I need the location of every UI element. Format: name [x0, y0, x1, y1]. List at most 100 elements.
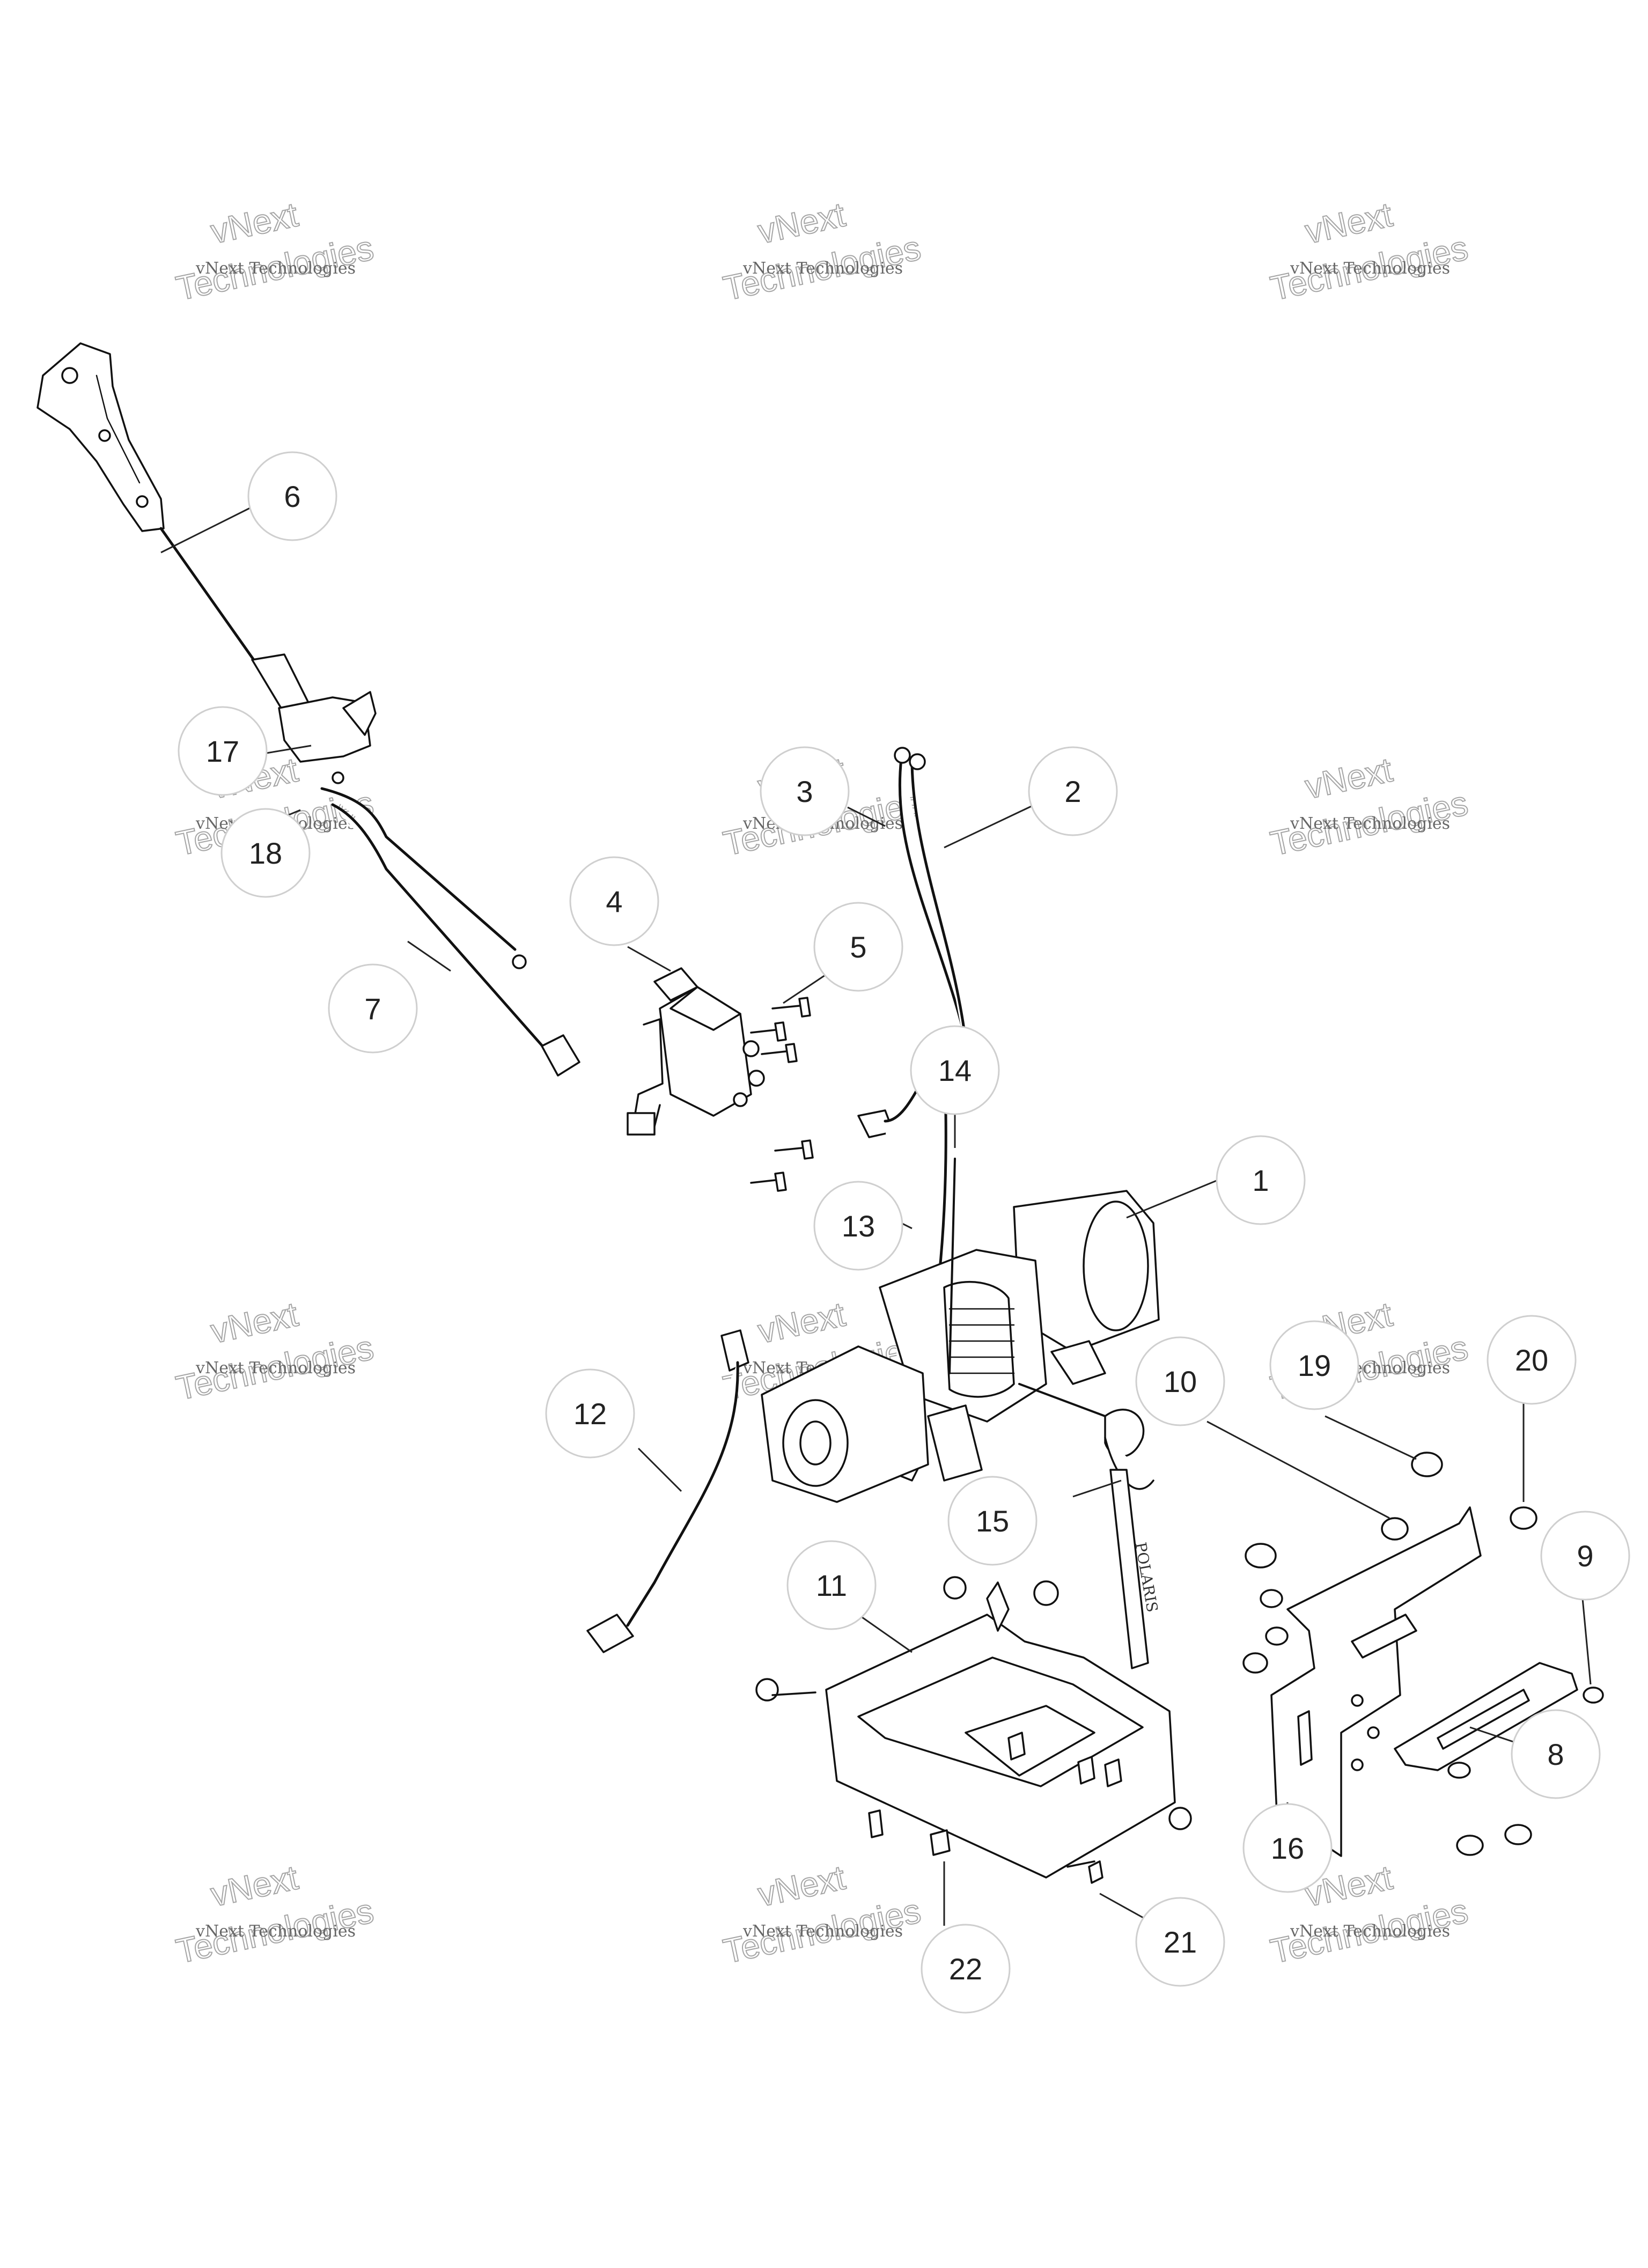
callout-17: 17	[178, 706, 268, 796]
watermark-line: vNext Technologies	[742, 259, 903, 278]
roller-fairlead	[1394, 1662, 1578, 1771]
watermark-word-top: vNext	[755, 195, 849, 251]
contactor-solenoid	[627, 967, 765, 1136]
watermark-word-top: vNext	[755, 1858, 849, 1914]
callout-circle	[813, 1181, 903, 1271]
remote-wire-harness	[320, 787, 580, 1077]
watermark-line: vNext Technologies	[1290, 259, 1450, 278]
callout-20: 20	[1487, 1315, 1577, 1405]
callout-circle	[760, 746, 850, 836]
callout-21: 21	[1135, 1897, 1225, 1987]
contactor-screws	[750, 997, 814, 1192]
callout-circle	[813, 902, 903, 992]
callout-circle	[545, 1368, 635, 1459]
callout-label: 1	[1252, 1164, 1269, 1197]
callout-19: 19	[1269, 1320, 1359, 1410]
callout-circle	[1216, 1135, 1306, 1225]
handheld-remote-switch	[36, 342, 377, 784]
callout-7: 7	[328, 963, 418, 1054]
callout-circle	[1269, 1320, 1359, 1410]
watermark-word-top: vNext	[1302, 750, 1396, 806]
callout-circle	[1511, 1709, 1601, 1799]
callout-6: 6	[247, 451, 337, 541]
winch-rope-14	[948, 1158, 956, 1374]
callout-3: 3	[760, 746, 850, 836]
callout-label: 19	[1298, 1349, 1331, 1382]
watermark-line: vNext Technologies	[742, 1922, 903, 1941]
callout-circle	[786, 1540, 877, 1630]
watermark-word-top: vNext	[1302, 195, 1396, 251]
callout-label: 11	[816, 1569, 847, 1602]
hook-strap: POLARIS	[1104, 1409, 1161, 1669]
watermark-line: vNext Technologies	[195, 1922, 356, 1941]
callout-label: 22	[949, 1952, 982, 1986]
callout-15: 15	[947, 1476, 1038, 1566]
callout-circle	[921, 1924, 1011, 2014]
callout-label: 20	[1515, 1343, 1548, 1377]
callout-4: 4	[569, 856, 659, 946]
callout-circle	[1242, 1803, 1333, 1893]
callout-18: 18	[220, 808, 311, 898]
callout-label: 6	[284, 480, 300, 513]
callout-12: 12	[545, 1368, 635, 1459]
callout-label: 13	[842, 1209, 875, 1243]
callout-circle	[1540, 1511, 1630, 1601]
callout-circle	[1028, 746, 1118, 836]
watermark-line: vNext Technologies	[1290, 814, 1450, 833]
callout-circle	[178, 706, 268, 796]
callout-circle	[569, 856, 659, 946]
callout-14: 14	[910, 1025, 1000, 1115]
callout-2: 2	[1028, 746, 1118, 836]
callout-label: 4	[606, 885, 622, 918]
callout-11: 11	[786, 1540, 877, 1630]
callout-label: 7	[364, 992, 381, 1026]
callout-label: 18	[249, 836, 282, 870]
callout-label: 16	[1271, 1831, 1304, 1865]
callout-22: 22	[921, 1924, 1011, 2014]
callout-16: 16	[1242, 1803, 1333, 1893]
watermark-line: vNext Technologies	[195, 259, 356, 278]
callout-label: 3	[796, 775, 813, 808]
callout-1: 1	[1216, 1135, 1306, 1225]
fairlead-bracket	[1270, 1506, 1482, 1857]
watermark-word-top: vNext	[208, 1858, 301, 1914]
watermark-word-top: vNext	[755, 1295, 849, 1351]
callout-circle	[1487, 1315, 1577, 1405]
watermark-line: vNext Technologies	[1290, 1922, 1450, 1941]
callout-label: 9	[1577, 1539, 1593, 1573]
callout-circle	[1135, 1897, 1225, 1987]
callout-circle	[220, 808, 311, 898]
watermark-line: vNext Technologies	[195, 1359, 356, 1378]
callout-5: 5	[813, 902, 903, 992]
callout-circle	[910, 1025, 1000, 1115]
callout-circle	[1135, 1336, 1225, 1426]
callout-circle	[328, 963, 418, 1054]
callout-label: 15	[976, 1504, 1009, 1538]
callout-9: 9	[1540, 1511, 1630, 1601]
callout-label: 8	[1547, 1737, 1564, 1771]
callout-label: 17	[206, 734, 239, 768]
callout-10: 10	[1135, 1336, 1225, 1426]
winch-mount-plate	[755, 1576, 1176, 1879]
battery-cables	[894, 747, 991, 1090]
fairlead-fasteners	[1242, 1452, 1604, 1856]
watermark-word-top: vNext	[208, 195, 301, 251]
callout-label: 2	[1064, 775, 1081, 808]
callout-label: 21	[1164, 1925, 1197, 1959]
callout-circle	[247, 451, 337, 541]
callout-13: 13	[813, 1181, 903, 1271]
winch-assembly	[761, 1190, 1160, 1503]
callout-circle	[947, 1476, 1038, 1566]
callout-label: 14	[938, 1054, 972, 1087]
watermark-word-top: vNext	[208, 1295, 301, 1351]
callout-8: 8	[1511, 1709, 1601, 1799]
